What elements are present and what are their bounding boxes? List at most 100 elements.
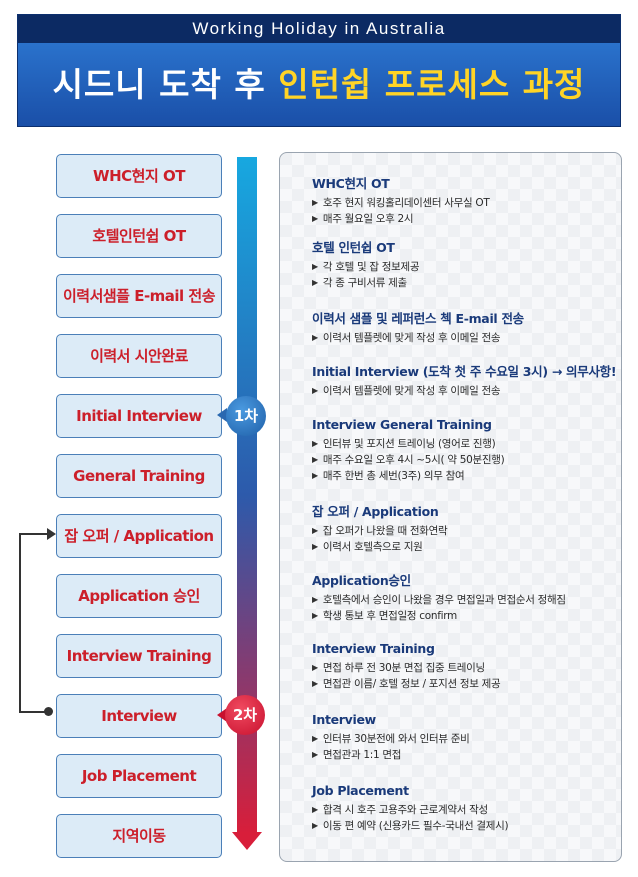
detail-item-text: 호텔측에서 승인이 나왔을 경우 면접일과 면접순서 정해짐 xyxy=(322,594,566,606)
detail-item-text: 면접관 이름/ 호텔 정보 / 포지션 정보 제공 xyxy=(322,678,501,690)
detail-section: Initial Interview (도착 첫 주 수요일 3시) → 의무사항… xyxy=(312,363,617,399)
detail-item: ▶ 호텔측에서 승인이 나왔을 경우 면접일과 면접순서 정해짐 xyxy=(312,592,617,608)
step-job-placement: Job Placement xyxy=(56,754,222,798)
detail-item: ▶ 호주 현지 워킹홀리데이센터 사무실 OT xyxy=(312,195,617,211)
detail-item-text: 매주 한번 총 세번(3주) 의무 참여 xyxy=(322,470,465,482)
detail-item-text: 면접 하루 전 30분 면접 집중 트레이닝 xyxy=(322,662,485,674)
detail-item-text: 이동 편 예약 (신용카드 필수-국내선 결제시) xyxy=(322,820,509,832)
detail-item: ▶ 이력서 템플렛에 맞게 작성 후 이메일 전송 xyxy=(312,330,617,346)
step-relocation: 지역이동 xyxy=(56,814,222,858)
step-job-offer: 잡 오퍼 / Application xyxy=(56,514,222,558)
triangle-bullet-icon: ▶ xyxy=(312,611,318,620)
triangle-bullet-icon: ▶ xyxy=(312,805,318,814)
triangle-bullet-icon: ▶ xyxy=(312,821,318,830)
triangle-bullet-icon: ▶ xyxy=(312,198,318,207)
detail-item-text: 매주 월요일 오후 2시 xyxy=(322,213,414,225)
round-badge-second: 2차 xyxy=(225,695,265,735)
triangle-bullet-icon: ▶ xyxy=(312,526,318,535)
loop-connector-bottom xyxy=(19,711,49,713)
step-interview: Interview xyxy=(56,694,222,738)
triangle-bullet-icon: ▶ xyxy=(312,386,318,395)
triangle-bullet-icon: ▶ xyxy=(312,439,318,448)
detail-item: ▶ 매주 한번 총 세번(3주) 의무 참여 xyxy=(312,468,617,484)
detail-title: Application승인 xyxy=(312,573,411,588)
detail-item: ▶ 합격 시 호주 고용주와 근로계약서 작성 xyxy=(312,802,617,818)
detail-item: ▶ 매주 월요일 오후 2시 xyxy=(312,211,617,227)
badge-pointer-first xyxy=(217,408,227,422)
triangle-bullet-icon: ▶ xyxy=(312,663,318,672)
page-title-highlight: 인턴쉽 프로세스 과정 xyxy=(278,65,586,104)
triangle-bullet-icon: ▶ xyxy=(312,471,318,480)
detail-item-text: 인터뷰 및 포지션 트레이닝 (영어로 진행) xyxy=(322,438,496,450)
detail-section: Job Placement ▶ 합격 시 호주 고용주와 근로계약서 작성 ▶ 이동… xyxy=(312,782,617,834)
detail-title: Initial Interview (도착 첫 주 수요일 3시) → 의무사항… xyxy=(312,364,617,379)
detail-title: Job Placement xyxy=(312,783,409,798)
detail-item-text: 이력서 템플렛에 맞게 작성 후 이메일 전송 xyxy=(322,385,501,397)
step-whc-ot: WHC현지 OT xyxy=(56,154,222,198)
header-banner: Working Holiday in Australia 시드니 도착 후 인턴… xyxy=(17,14,621,127)
detail-item: ▶ 매주 수요일 오후 4시 ~5시( 약 50분진행) xyxy=(312,452,617,468)
detail-item-text: 학생 통보 후 면접일정 confirm xyxy=(322,610,457,622)
detail-item: ▶ 면접관과 1:1 면접 xyxy=(312,747,617,763)
detail-section: Interview Training ▶ 면접 하루 전 30분 면접 집중 트레… xyxy=(312,640,617,692)
header-subtitle: Working Holiday in Australia xyxy=(18,15,620,43)
step-resume-draft: 이력서 시안완료 xyxy=(56,334,222,378)
detail-item-text: 이력서 호텔측으로 지원 xyxy=(322,541,423,553)
detail-item-text: 호주 현지 워킹홀리데이센터 사무실 OT xyxy=(322,197,490,209)
page-title: 시드니 도착 후 인턴쉽 프로세스 과정 xyxy=(18,43,620,126)
triangle-bullet-icon: ▶ xyxy=(312,595,318,604)
detail-item: ▶ 각 종 구비서류 제출 xyxy=(312,275,617,291)
page-title-white: 시드니 도착 후 xyxy=(52,65,279,104)
detail-item-text: 각 호텔 및 잡 정보제공 xyxy=(322,261,420,273)
detail-item: ▶ 이력서 호텔측으로 지원 xyxy=(312,539,617,555)
step-hotel-internship-ot: 호텔인턴쉽 OT xyxy=(56,214,222,258)
detail-item-text: 잡 오퍼가 나왔을 때 전화연락 xyxy=(322,525,448,537)
step-application-approval: Application 승인 xyxy=(56,574,222,618)
detail-item-text: 면접관과 1:1 면접 xyxy=(322,749,402,761)
triangle-bullet-icon: ▶ xyxy=(312,542,318,551)
detail-item: ▶ 잡 오퍼가 나왔을 때 전화연락 xyxy=(312,523,617,539)
detail-item-text: 각 종 구비서류 제출 xyxy=(322,277,407,289)
detail-item: ▶ 면접관 이름/ 호텔 정보 / 포지션 정보 제공 xyxy=(312,676,617,692)
triangle-bullet-icon: ▶ xyxy=(312,333,318,342)
loop-start-dot xyxy=(44,707,53,716)
detail-section: Interview ▶인터뷰 30분전에 와서 인터뷰 준비 ▶면접관과 1:1… xyxy=(312,711,617,763)
detail-item-text: 인터뷰 30분전에 와서 인터뷰 준비 xyxy=(322,733,470,745)
step-interview-training: Interview Training xyxy=(56,634,222,678)
step-resume-email: 이력서샘플 E-mail 전송 xyxy=(56,274,222,318)
detail-title: 호텔 인턴쉽 OT xyxy=(312,240,395,255)
detail-item-text: 합격 시 호주 고용주와 근로계약서 작성 xyxy=(322,804,488,816)
detail-title: WHC현지 OT xyxy=(312,176,390,191)
detail-section: WHC현지 OT ▶ 호주 현지 워킹홀리데이센터 사무실 OT ▶ 매주 월요일 … xyxy=(312,175,617,227)
detail-section: Application승인 ▶ 호텔측에서 승인이 나왔을 경우 면접일과 면접순… xyxy=(312,572,617,624)
detail-item: ▶ 이동 편 예약 (신용카드 필수-국내선 결제시) xyxy=(312,818,617,834)
loop-arrow-icon xyxy=(47,528,56,540)
triangle-bullet-icon: ▶ xyxy=(312,262,318,271)
detail-item: ▶ 면접 하루 전 30분 면접 집중 트레이닝 xyxy=(312,660,617,676)
detail-title: Interview General Training xyxy=(312,417,492,432)
detail-item-text: 매주 수요일 오후 4시 ~5시( 약 50분진행) xyxy=(322,454,505,466)
triangle-bullet-icon: ▶ xyxy=(312,734,318,743)
triangle-bullet-icon: ▶ xyxy=(312,214,318,223)
detail-item: ▶ 학생 통보 후 면접일정 confirm xyxy=(312,608,617,624)
detail-item: ▶ 인터뷰 30분전에 와서 인터뷰 준비 xyxy=(312,731,617,747)
detail-item-text: 이력서 템플렛에 맞게 작성 후 이메일 전송 xyxy=(322,332,501,344)
round-badge-first: 1차 xyxy=(226,396,266,436)
detail-section: Interview General Training ▶ 인터뷰 및 포지션 트레… xyxy=(312,416,617,484)
triangle-bullet-icon: ▶ xyxy=(312,679,318,688)
step-general-training: General Training xyxy=(56,454,222,498)
timeline-arrow-icon xyxy=(232,832,262,850)
detail-section: 잡 오퍼 / Application ▶ 잡 오퍼가 나왔을 때 전화연락 ▶ 이력… xyxy=(312,503,617,555)
detail-title: 잡 오퍼 / Application xyxy=(312,504,439,519)
loop-connector-vertical xyxy=(19,533,21,713)
badge-pointer-second xyxy=(217,708,227,722)
triangle-bullet-icon: ▶ xyxy=(312,278,318,287)
detail-item: ▶ 이력서 템플렛에 맞게 작성 후 이메일 전송 xyxy=(312,383,617,399)
detail-item: ▶ 인터뷰 및 포지션 트레이닝 (영어로 진행) xyxy=(312,436,617,452)
detail-title: 이력서 샘플 및 레퍼런스 첵 E-mail 전송 xyxy=(312,311,524,326)
triangle-bullet-icon: ▶ xyxy=(312,455,318,464)
detail-title: Interview Training xyxy=(312,641,435,656)
loop-connector-top xyxy=(19,533,49,535)
detail-item: ▶ 각 호텔 및 잡 정보제공 xyxy=(312,259,617,275)
triangle-bullet-icon: ▶ xyxy=(312,750,318,759)
